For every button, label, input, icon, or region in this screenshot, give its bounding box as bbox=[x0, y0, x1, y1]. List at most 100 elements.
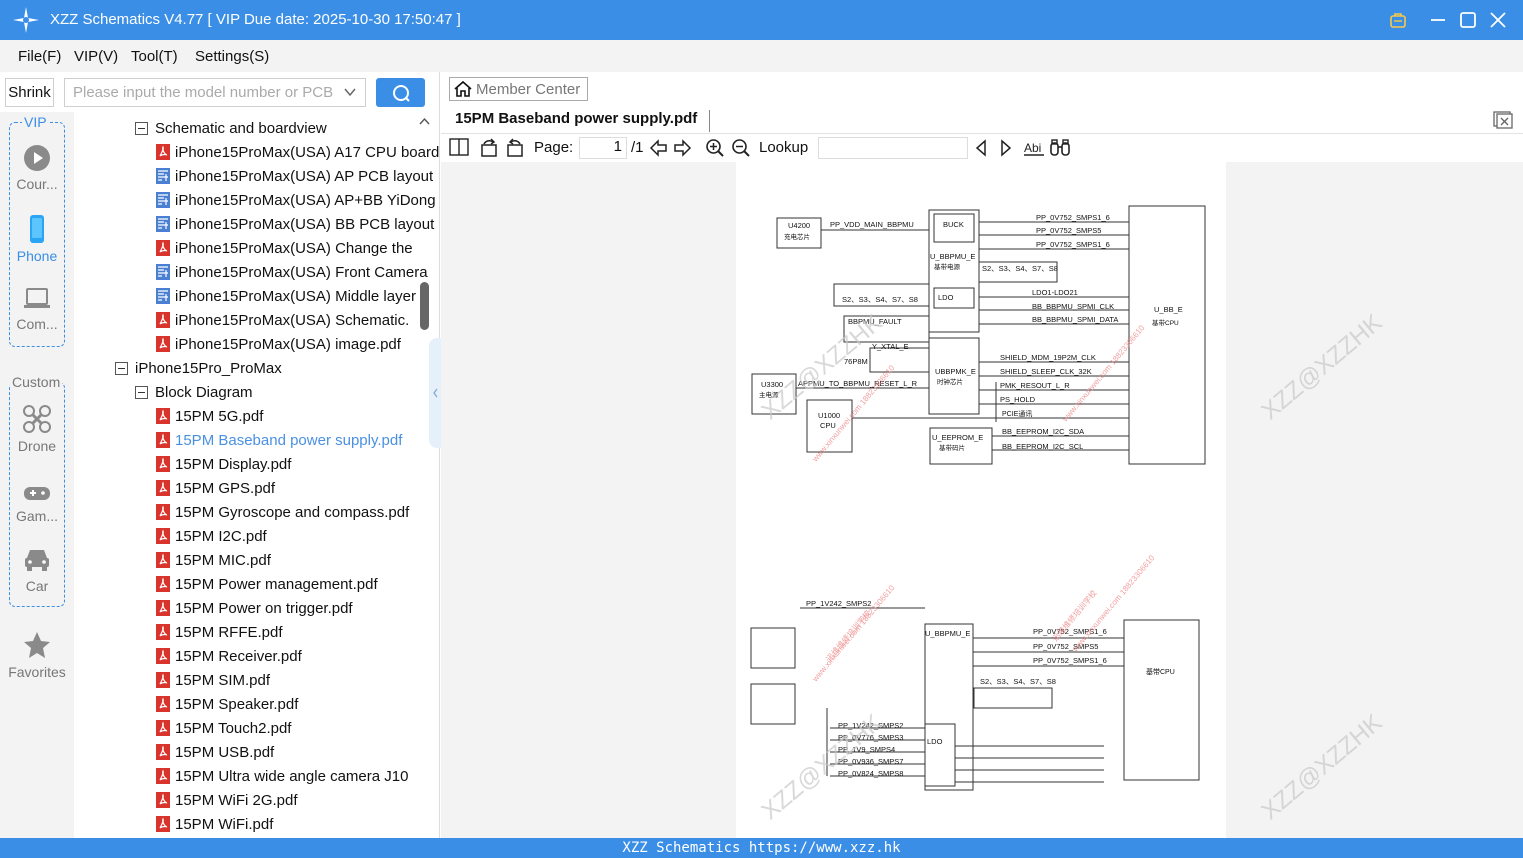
tree-file[interactable]: 15PM Power management.pdf bbox=[156, 572, 418, 596]
tree-file[interactable]: 15PM Baseband power supply.pdf bbox=[156, 428, 418, 452]
menu-file[interactable]: File(F) bbox=[18, 48, 62, 65]
tree-file[interactable]: 15PM RFFE.pdf bbox=[156, 620, 418, 644]
close-button[interactable] bbox=[1486, 8, 1510, 32]
search-button[interactable] bbox=[376, 78, 425, 107]
member-center-button[interactable]: Member Center bbox=[449, 77, 588, 101]
tree-file[interactable]: iPhone15ProMax(USA) AP PCB layout bbox=[156, 164, 433, 188]
document-tabs: 15PM Baseband power supply.pdf bbox=[441, 106, 1523, 134]
match-case-icon[interactable]: Abi bbox=[1023, 138, 1045, 158]
ubbpmk-cn: 时钟芯片 bbox=[937, 377, 963, 386]
eeprom-scl: BB_EEPROM_I2C_SCL bbox=[1002, 442, 1083, 451]
category-label: Com... bbox=[16, 316, 58, 332]
scrollbar-thumb[interactable] bbox=[420, 282, 429, 330]
tab-baseband-power-supply[interactable]: 15PM Baseband power supply.pdf bbox=[455, 110, 711, 132]
tree-scrollbar[interactable] bbox=[419, 112, 430, 838]
tree-folder[interactable]: iPhone15Pro_ProMax bbox=[115, 356, 418, 380]
tree-file[interactable]: 15PM WiFi.pdf bbox=[156, 812, 418, 836]
tree-file[interactable]: 15PM USB.pdf bbox=[156, 740, 418, 764]
tree-item-label: 15PM Baseband power supply.pdf bbox=[175, 431, 403, 449]
tree-file[interactable]: 15PM Power on trigger.pdf bbox=[156, 596, 418, 620]
tree-file[interactable]: iPhone15ProMax(USA) AP+BB YiDong bbox=[156, 188, 436, 212]
collapse-toggle-icon[interactable] bbox=[135, 385, 148, 399]
rotate-left-icon[interactable] bbox=[479, 138, 499, 158]
tree-file[interactable]: 15PM Receiver.pdf bbox=[156, 644, 418, 668]
tree-file[interactable]: iPhone15ProMax(USA) Front Camera bbox=[156, 260, 428, 284]
tree-file[interactable]: 15PM Display.pdf bbox=[156, 452, 418, 476]
tree-file[interactable]: 15PM WiFi 2G.pdf bbox=[156, 788, 418, 812]
tree-file[interactable]: 15PM MIC.pdf bbox=[156, 548, 418, 572]
minimize-button[interactable] bbox=[1426, 8, 1450, 32]
tree-file[interactable]: iPhone15ProMax(USA) Schematic. bbox=[156, 308, 418, 332]
shrink-button[interactable]: Shrink bbox=[5, 78, 54, 107]
category-phone[interactable]: Phone bbox=[0, 214, 74, 264]
tree-file[interactable]: 15PM Ultra wide angle camera J10 bbox=[156, 764, 418, 788]
chevron-down-icon[interactable] bbox=[343, 85, 357, 99]
pdf-toolbar: Page: 1 /1 Lookup Abi bbox=[441, 134, 1523, 162]
tree-file[interactable]: 15PM Speaker.pdf bbox=[156, 692, 418, 716]
rotate-right-icon[interactable] bbox=[505, 138, 525, 158]
zoom-in-icon[interactable] bbox=[705, 138, 725, 158]
close-tab-icon[interactable] bbox=[1493, 111, 1513, 129]
tree-item-label: 15PM Receiver.pdf bbox=[175, 647, 302, 665]
category-drone[interactable]: Drone bbox=[0, 404, 74, 454]
collapse-panel-handle[interactable] bbox=[429, 338, 441, 448]
dual-page-icon[interactable] bbox=[449, 138, 469, 156]
prev-page-icon[interactable] bbox=[648, 138, 668, 158]
tree-item-label: 15PM MIC.pdf bbox=[175, 551, 271, 569]
pdf-file-icon bbox=[156, 312, 170, 328]
u3300-label: U3300 bbox=[761, 380, 783, 389]
pdf-file-icon bbox=[156, 528, 170, 544]
bottom-in5: PP_0V824_SMPS8 bbox=[838, 769, 903, 778]
category-label: Favorites bbox=[8, 664, 66, 680]
vip-bag-icon[interactable] bbox=[1386, 8, 1410, 32]
collapse-toggle-icon[interactable] bbox=[135, 121, 148, 135]
tree-file[interactable]: 15PM I2C.pdf bbox=[156, 524, 418, 548]
category-favorites[interactable]: Favorites bbox=[0, 630, 74, 680]
tree-item-label: 15PM SIM.pdf bbox=[175, 671, 271, 689]
next-page-icon[interactable] bbox=[673, 138, 693, 158]
maximize-button[interactable] bbox=[1456, 8, 1480, 32]
menu-vip[interactable]: VIP(V) bbox=[74, 48, 119, 65]
bottom-in2: PP_0V776_SMPS3 bbox=[838, 733, 903, 742]
tree-folder[interactable]: Block Diagram bbox=[135, 380, 418, 404]
custom-group-label: Custom bbox=[10, 374, 63, 390]
pdf-file-icon bbox=[156, 600, 170, 616]
tree-file[interactable]: 15PM GPS.pdf bbox=[156, 476, 418, 500]
binoculars-icon[interactable] bbox=[1049, 138, 1071, 158]
bottom-in3: PP_1V9_SMPS4 bbox=[838, 745, 895, 754]
tree-file[interactable]: iPhone15ProMax(USA) A17 CPU board bbox=[156, 140, 439, 164]
find-prev-icon[interactable] bbox=[973, 138, 989, 158]
tree-file[interactable]: 15PM Gyroscope and compass.pdf bbox=[156, 500, 418, 524]
category-course[interactable]: Cour... bbox=[0, 144, 74, 192]
tree-file[interactable]: iPhone15ProMax(USA) Change the bbox=[156, 236, 418, 260]
model-search-input[interactable] bbox=[65, 79, 335, 106]
cpu-label: CPU bbox=[820, 421, 836, 430]
scroll-up-icon[interactable] bbox=[419, 116, 430, 126]
tree-file[interactable]: 15PM SIM.pdf bbox=[156, 668, 418, 692]
bottom-pp1v242: PP_1V242_SMPS2 bbox=[806, 599, 871, 608]
tree-item-label: 15PM USB.pdf bbox=[175, 743, 275, 761]
tree-item-label: iPhone15ProMax(USA) Middle layer bbox=[175, 287, 416, 305]
category-game[interactable]: Gam... bbox=[0, 482, 74, 524]
find-next-icon[interactable] bbox=[998, 138, 1014, 158]
tree-file[interactable]: iPhone15ProMax(USA) Middle layer bbox=[156, 284, 418, 308]
tree-folder[interactable]: Schematic and boardview bbox=[135, 116, 418, 140]
f76-label: 76P8M bbox=[844, 357, 868, 366]
tree-file[interactable]: 15PM Touch2.pdf bbox=[156, 716, 418, 740]
lookup-input[interactable] bbox=[818, 137, 968, 159]
tree-file[interactable]: 15PM 5G.pdf bbox=[156, 404, 418, 428]
collapse-toggle-icon[interactable] bbox=[115, 361, 128, 375]
tree-item-label: 15PM Speaker.pdf bbox=[175, 695, 299, 713]
category-computer[interactable]: Com... bbox=[0, 286, 74, 332]
zoom-out-icon[interactable] bbox=[731, 138, 751, 158]
tree-item-label: 15PM WiFi 2G.pdf bbox=[175, 791, 298, 809]
ldo-label: LDO bbox=[938, 293, 954, 302]
menu-tool[interactable]: Tool(T) bbox=[131, 48, 178, 65]
menu-settings[interactable]: Settings(S) bbox=[195, 48, 270, 65]
tree-file[interactable]: iPhone15ProMax(USA) BB PCB layout bbox=[156, 212, 434, 236]
page-number-input[interactable]: 1 bbox=[579, 137, 627, 159]
pdf-viewport[interactable]: U4200 充电芯片 PP_VDD_MAIN_BBPMU BUCK U_BBPM… bbox=[441, 162, 1523, 838]
category-car[interactable]: Car bbox=[0, 546, 74, 594]
pdf-file-icon bbox=[156, 720, 170, 736]
tree-file[interactable]: iPhone15ProMax(USA) image.pdf bbox=[156, 332, 418, 356]
